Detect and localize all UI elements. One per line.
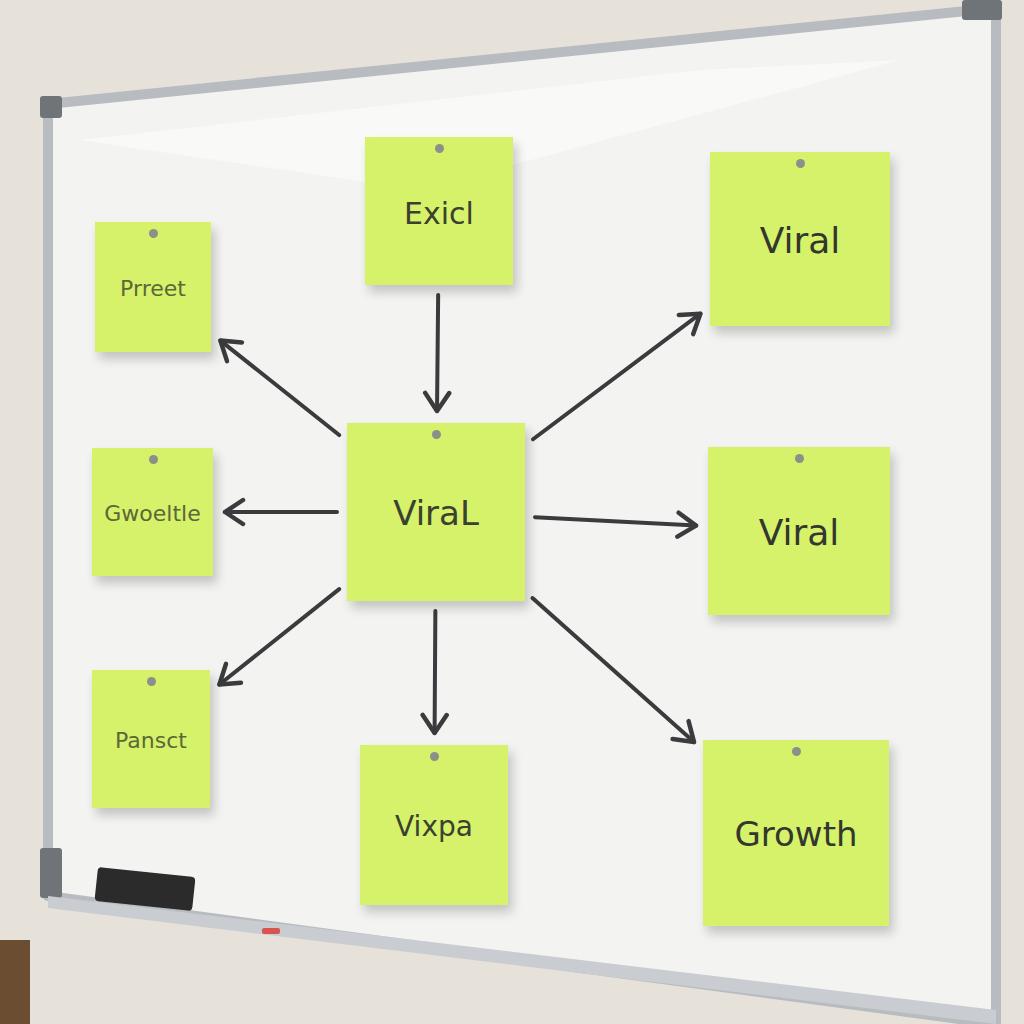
sticky-note: Exicl xyxy=(365,137,513,285)
furniture-edge xyxy=(0,940,30,1024)
arrow-connector xyxy=(219,589,339,684)
sticky-note: ViraL xyxy=(347,423,525,601)
arrow-connector xyxy=(433,611,438,733)
note-text: Pansct xyxy=(115,729,187,753)
note-text: Viral xyxy=(759,513,840,553)
note-text: ViraL xyxy=(393,495,479,532)
sticky-note: Viral xyxy=(710,152,890,326)
frame-corner xyxy=(962,0,1002,20)
push-pin xyxy=(795,454,804,463)
arrow-connector xyxy=(533,314,700,440)
sticky-note: Pansct xyxy=(92,670,210,808)
whiteboard-surface xyxy=(48,8,996,1024)
note-text: Exicl xyxy=(404,197,474,230)
note-text: Prreet xyxy=(120,277,186,301)
marker-cap xyxy=(262,928,280,934)
note-text: Vixpa xyxy=(395,812,473,843)
push-pin xyxy=(149,455,158,464)
arrow-connector xyxy=(225,510,337,514)
eraser xyxy=(94,867,195,911)
push-pin xyxy=(147,677,156,686)
note-text: Growth xyxy=(734,816,857,853)
arrow-connector xyxy=(437,295,438,411)
note-text: Viral xyxy=(760,221,841,261)
arrow-connector xyxy=(532,598,694,742)
push-pin xyxy=(792,747,801,756)
push-pin xyxy=(430,752,439,761)
frame-corner xyxy=(40,96,62,118)
note-text: Gwoeltle xyxy=(104,502,200,526)
sticky-note: Prreet xyxy=(95,222,211,352)
push-pin xyxy=(796,159,805,168)
frame-corner xyxy=(40,848,62,898)
push-pin xyxy=(149,229,158,238)
sticky-note: Growth xyxy=(703,740,889,926)
sticky-note: Vixpa xyxy=(360,745,508,905)
arrow-connector xyxy=(535,517,696,525)
sticky-note: Gwoeltle xyxy=(92,448,213,576)
push-pin xyxy=(432,430,441,439)
sticky-note: Viral xyxy=(708,447,890,615)
arrow-connector xyxy=(220,341,339,435)
push-pin xyxy=(435,144,444,153)
